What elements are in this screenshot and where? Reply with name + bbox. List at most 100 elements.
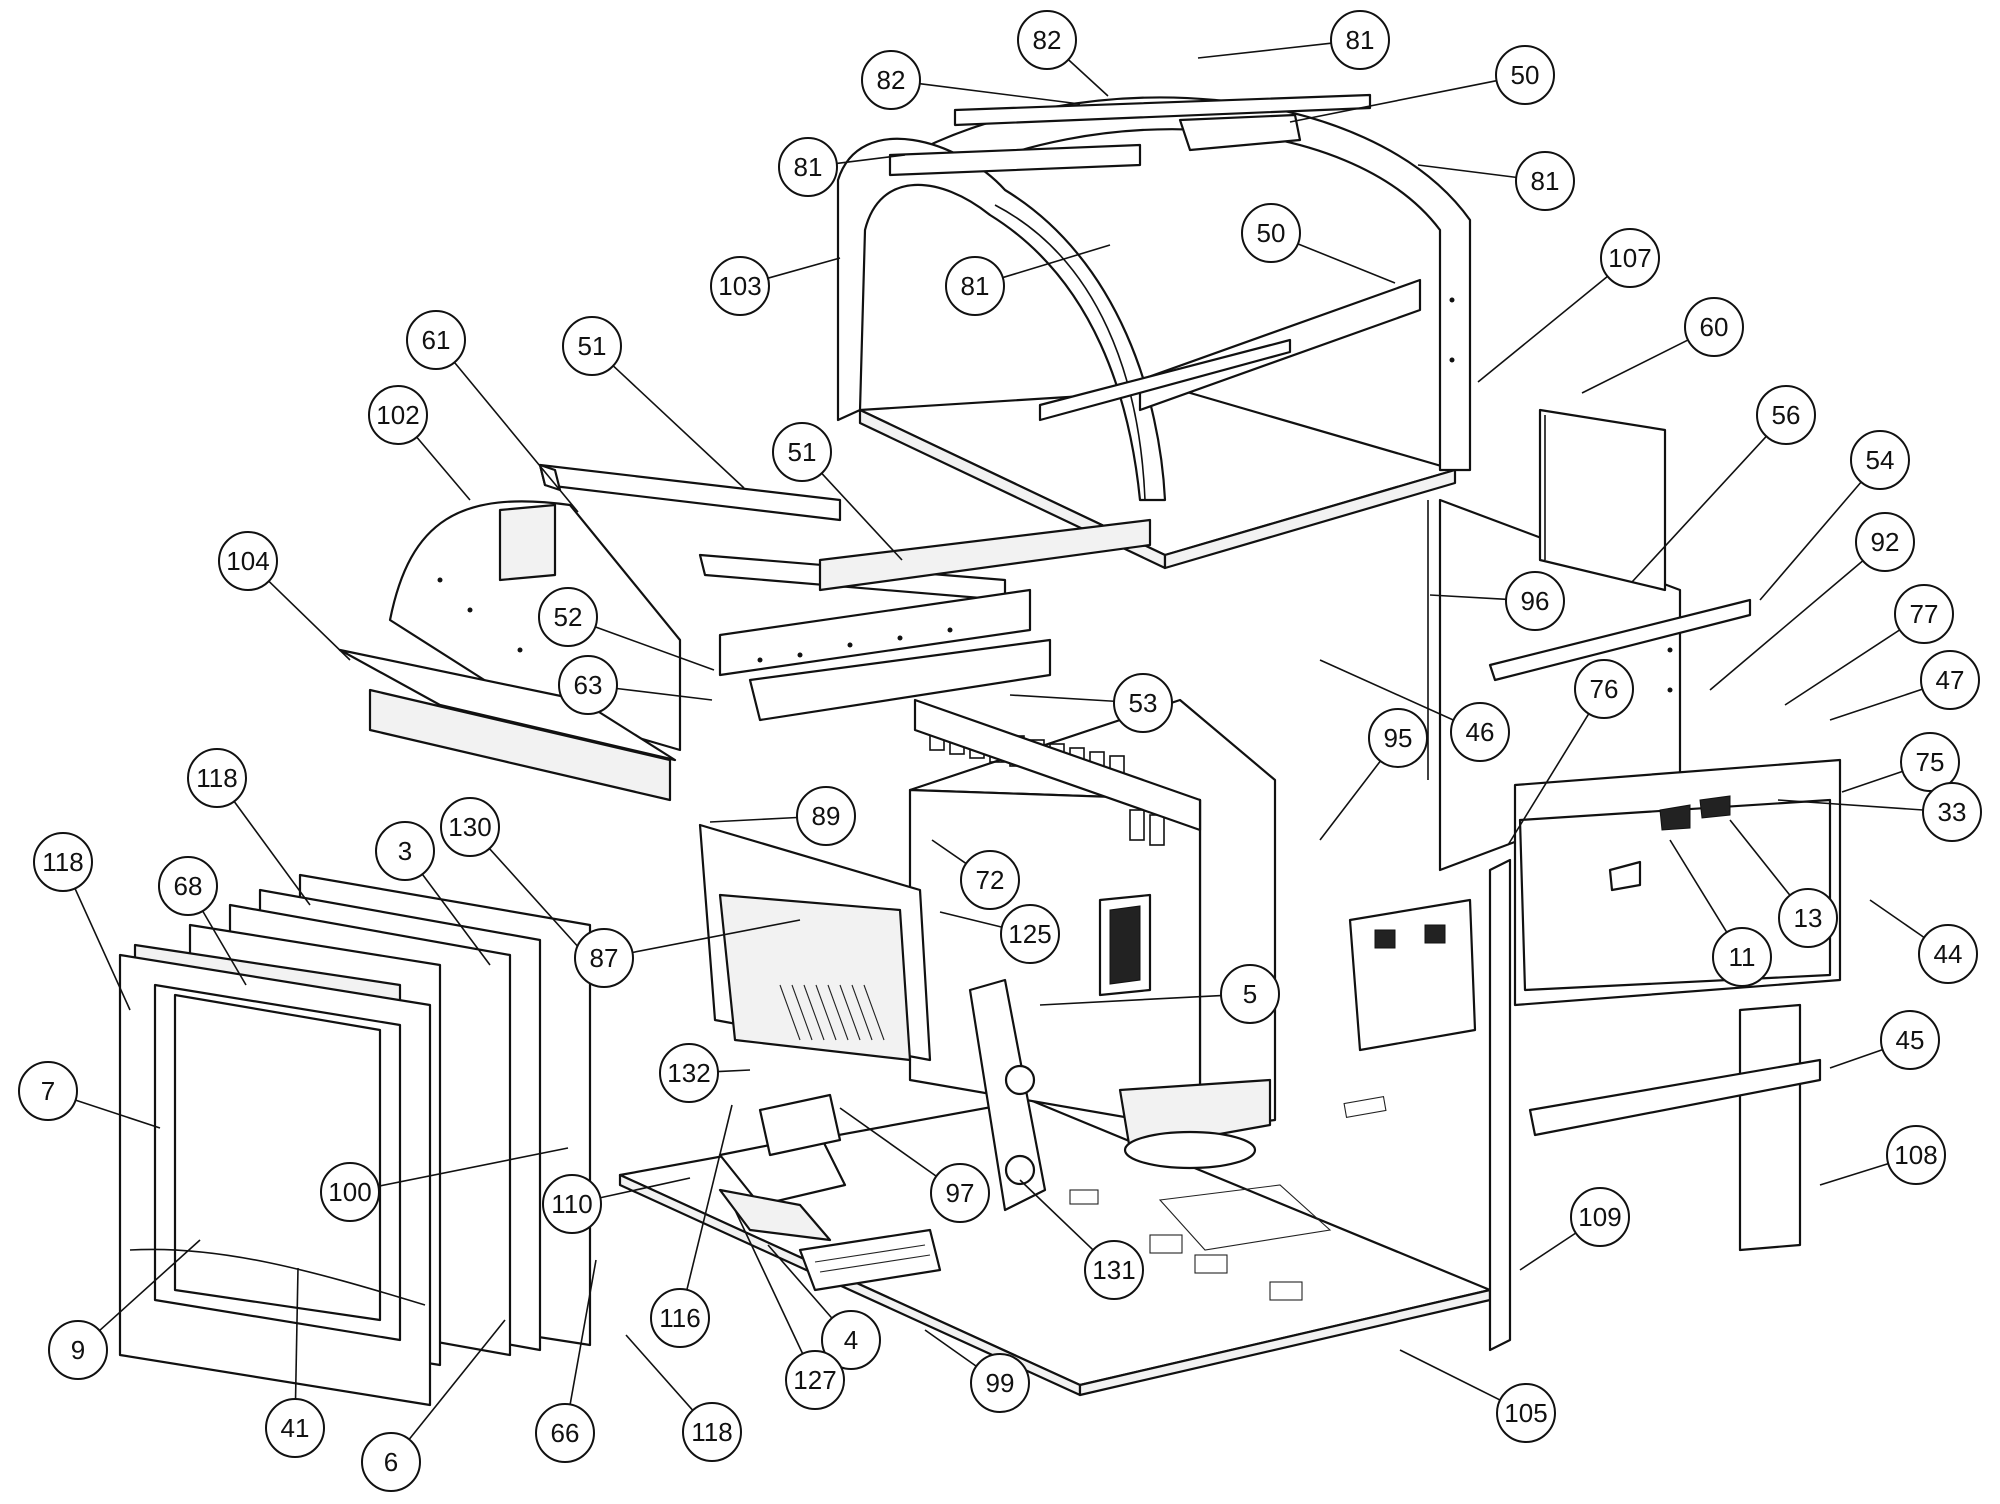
leader-line-11 [1669, 839, 1728, 933]
callout-number: 51 [578, 331, 607, 361]
callout-circle [375, 821, 435, 881]
callout-number: 125 [1008, 919, 1051, 949]
callout-5: 5 [1220, 964, 1280, 1024]
leader-line-56 [1631, 435, 1767, 583]
callout-number: 105 [1504, 1398, 1547, 1428]
callout-number: 44 [1934, 939, 1963, 969]
callout-number: 107 [1608, 243, 1651, 273]
leader-line-46 [1319, 659, 1454, 721]
callout-54: 54 [1850, 430, 1910, 490]
callout-number: 3 [398, 836, 412, 866]
callout-92: 92 [1855, 512, 1915, 572]
leader-line-116 [686, 1104, 733, 1291]
callout-circle [1574, 659, 1634, 719]
callout-number: 52 [554, 602, 583, 632]
leader-line-118a [233, 800, 311, 906]
callout-circle [368, 385, 428, 445]
leader-line-118b [74, 888, 131, 1011]
callout-number: 66 [551, 1418, 580, 1448]
callout-number: 76 [1590, 674, 1619, 704]
leader-line-51b [821, 472, 903, 561]
door-frame-stack [118, 873, 592, 1407]
callout-41: 41 [265, 1398, 325, 1458]
leader-line-72 [931, 839, 967, 865]
callout-number: 127 [793, 1365, 836, 1395]
callout-circle [960, 850, 1020, 910]
callout-circle [1000, 904, 1060, 964]
callout-56: 56 [1756, 385, 1816, 445]
callout-number: 118 [196, 763, 237, 793]
leader-line-130 [488, 847, 591, 961]
callout-130: 130 [440, 797, 500, 857]
callout-77: 77 [1894, 584, 1954, 644]
callout-104: 104 [218, 531, 278, 591]
leader-line-87 [632, 919, 801, 954]
callout-89: 89 [796, 786, 856, 846]
callout-circle [796, 786, 856, 846]
leader-line-110 [600, 1177, 691, 1199]
callout-11: 11 [1712, 927, 1772, 987]
callout-116: 116 [650, 1288, 710, 1348]
callout-circle [1505, 571, 1565, 631]
callout-circle [48, 1320, 108, 1380]
door-hinge-post [968, 978, 1047, 1212]
leader-line-105 [1399, 1349, 1501, 1401]
callout-circle [33, 832, 93, 892]
callout-97: 97 [930, 1163, 990, 1223]
callout-number: 103 [718, 271, 761, 301]
callout-number: 108 [1894, 1140, 1937, 1170]
callout-number: 33 [1938, 797, 1967, 827]
callout-131: 131 [1084, 1240, 1144, 1300]
leader-line-107 [1477, 275, 1609, 383]
callout-circle [18, 1061, 78, 1121]
callout-81a: 81 [1330, 10, 1390, 70]
callout-9: 9 [48, 1320, 108, 1380]
callout-87: 87 [574, 928, 634, 988]
callout-number: 89 [812, 801, 841, 831]
leader-line-104 [268, 580, 351, 661]
callout-circle [1368, 708, 1428, 768]
callout-51b: 51 [772, 422, 832, 482]
callout-50a: 50 [1495, 45, 1555, 105]
callout-number: 77 [1910, 599, 1939, 629]
callout-number: 109 [1578, 1202, 1621, 1232]
leader-line-95 [1319, 760, 1382, 841]
callout-number: 132 [667, 1058, 710, 1088]
callout-7: 7 [18, 1061, 78, 1121]
callout-number: 87 [590, 943, 619, 973]
callout-102: 102 [368, 385, 428, 445]
callout-circle [1918, 924, 1978, 984]
leader-line-53 [1009, 694, 1115, 703]
callout-number: 45 [1896, 1025, 1925, 1055]
callout-circle [1515, 151, 1575, 211]
leader-line-82a [1067, 59, 1109, 97]
leader-line-81d [1002, 244, 1111, 279]
callout-number: 13 [1794, 903, 1823, 933]
callout-circle [558, 655, 618, 715]
callout-81d: 81 [945, 256, 1005, 316]
callout-number: 50 [1511, 60, 1540, 90]
floor-plate [618, 1095, 1492, 1397]
callout-107: 107 [1600, 228, 1660, 288]
callout-number: 131 [1092, 1255, 1135, 1285]
leader-line-132 [717, 1069, 751, 1073]
leader-line-81c [1417, 164, 1517, 179]
callout-circle [1113, 673, 1173, 733]
leader-line-41 [294, 1267, 299, 1400]
leader-line-54 [1759, 481, 1862, 601]
leader-line-47 [1829, 688, 1923, 721]
callout-circle [187, 748, 247, 808]
callout-number: 7 [41, 1076, 55, 1106]
callout-number: 75 [1916, 747, 1945, 777]
callout-63: 63 [558, 655, 618, 715]
leader-line-9 [99, 1239, 201, 1332]
callout-number: 6 [384, 1447, 398, 1477]
leader-line-6 [408, 1319, 506, 1440]
leader-line-92 [1709, 560, 1864, 691]
leader-line-77 [1784, 629, 1901, 706]
callout-circle [158, 856, 218, 916]
callout-number: 11 [1729, 942, 1756, 972]
callout-circle [1450, 702, 1510, 762]
callout-circle [440, 797, 500, 857]
